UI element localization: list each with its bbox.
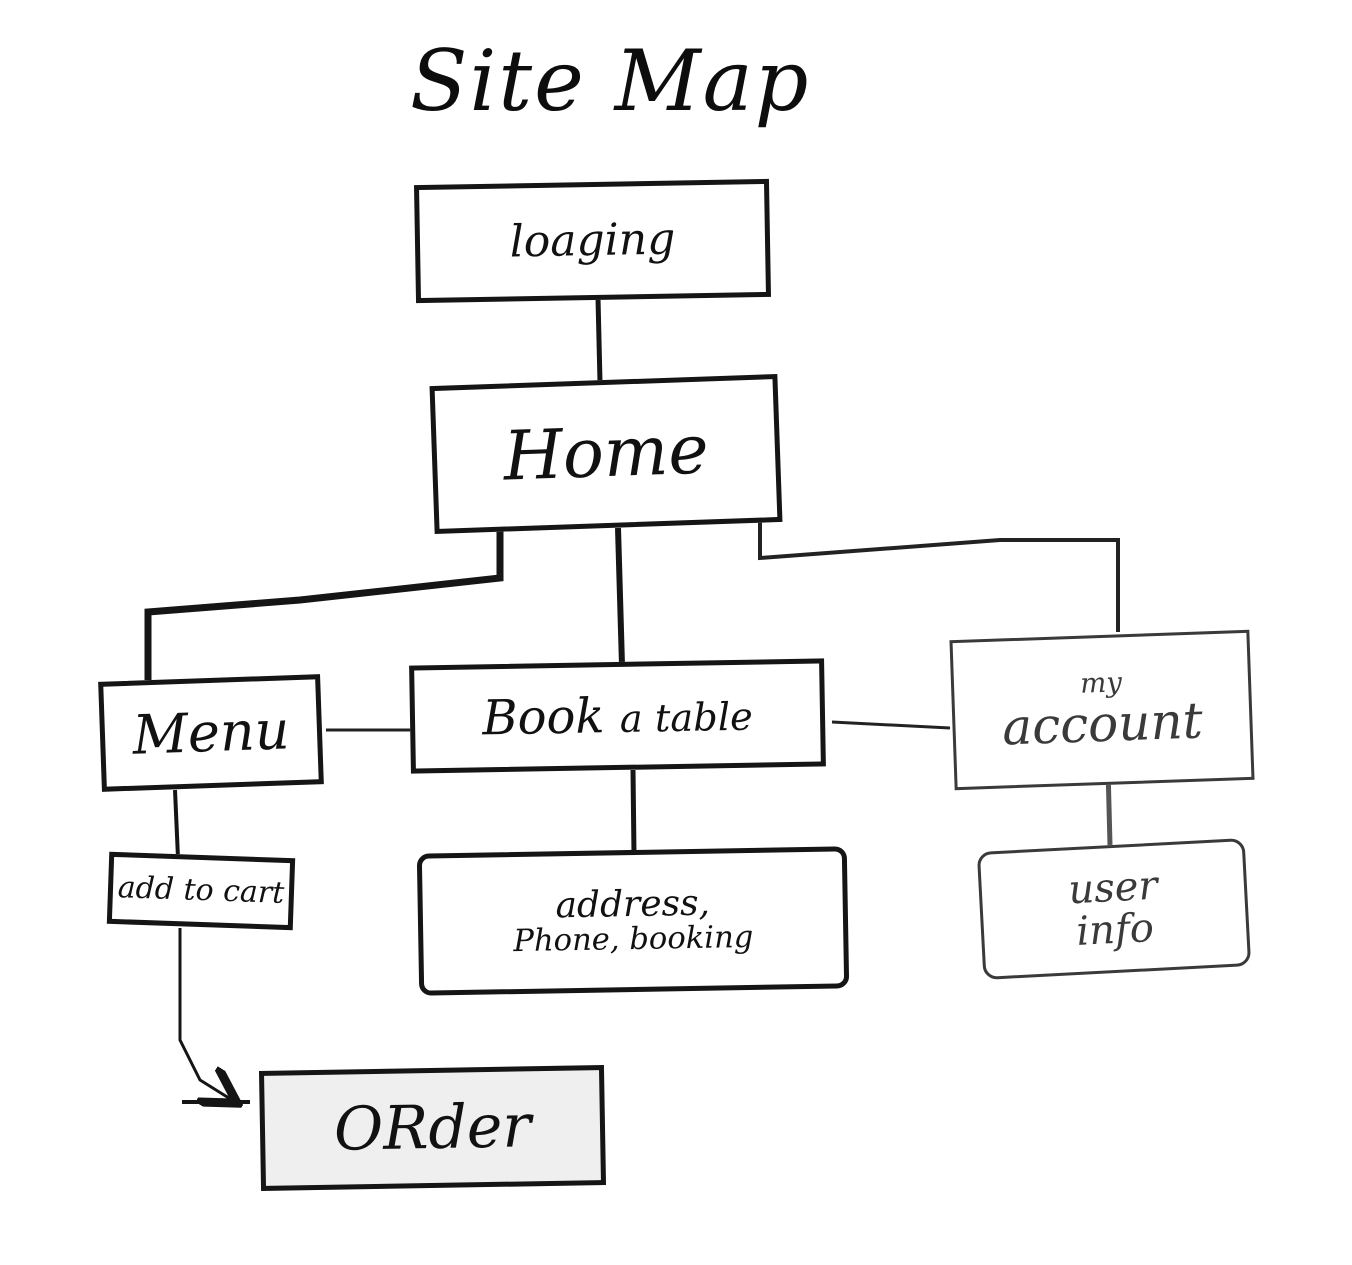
edge-cart-order: [178, 928, 232, 1100]
node-label-top: Book: [481, 688, 605, 747]
edge-home-account: [758, 515, 1120, 632]
node-label: ORder: [333, 1090, 532, 1165]
node-address-phone-booking: address, Phone, booking: [416, 846, 850, 996]
node-loaging: loaging: [413, 178, 772, 304]
node-label-top: user: [1067, 862, 1159, 914]
node-label: Book a table: [481, 688, 754, 747]
edge-loaging-home: [595, 297, 603, 383]
node-label: Home: [502, 410, 710, 497]
node-label: user info: [1067, 862, 1160, 955]
edge-book-account: [831, 720, 951, 730]
edge-book-address: [630, 769, 637, 856]
node-my-account: my account: [949, 629, 1255, 791]
edge-menu-cart: [173, 789, 180, 859]
node-label: Menu: [131, 697, 291, 767]
node-order: ORder: [258, 1064, 607, 1192]
node-user-info: user info: [976, 838, 1252, 980]
node-menu: Menu: [98, 674, 324, 792]
node-home: Home: [429, 373, 783, 535]
edge-home-menu: [144, 526, 504, 680]
node-label: add to cart: [117, 870, 285, 912]
node-label-bottom: Phone, booking: [513, 919, 754, 959]
node-label-bottom: a table: [619, 694, 754, 742]
node-label-bottom: info: [1075, 904, 1155, 955]
edge-home-book: [615, 527, 625, 666]
node-book-a-table: Book a table: [409, 658, 826, 774]
page-title: Site Map: [410, 32, 811, 130]
node-label-bottom: account: [1001, 691, 1204, 757]
node-label: address, Phone, booking: [512, 883, 754, 959]
node-label: loaging: [509, 213, 676, 268]
node-label: my account: [1000, 666, 1204, 757]
node-add-to-cart: add to cart: [106, 851, 296, 931]
